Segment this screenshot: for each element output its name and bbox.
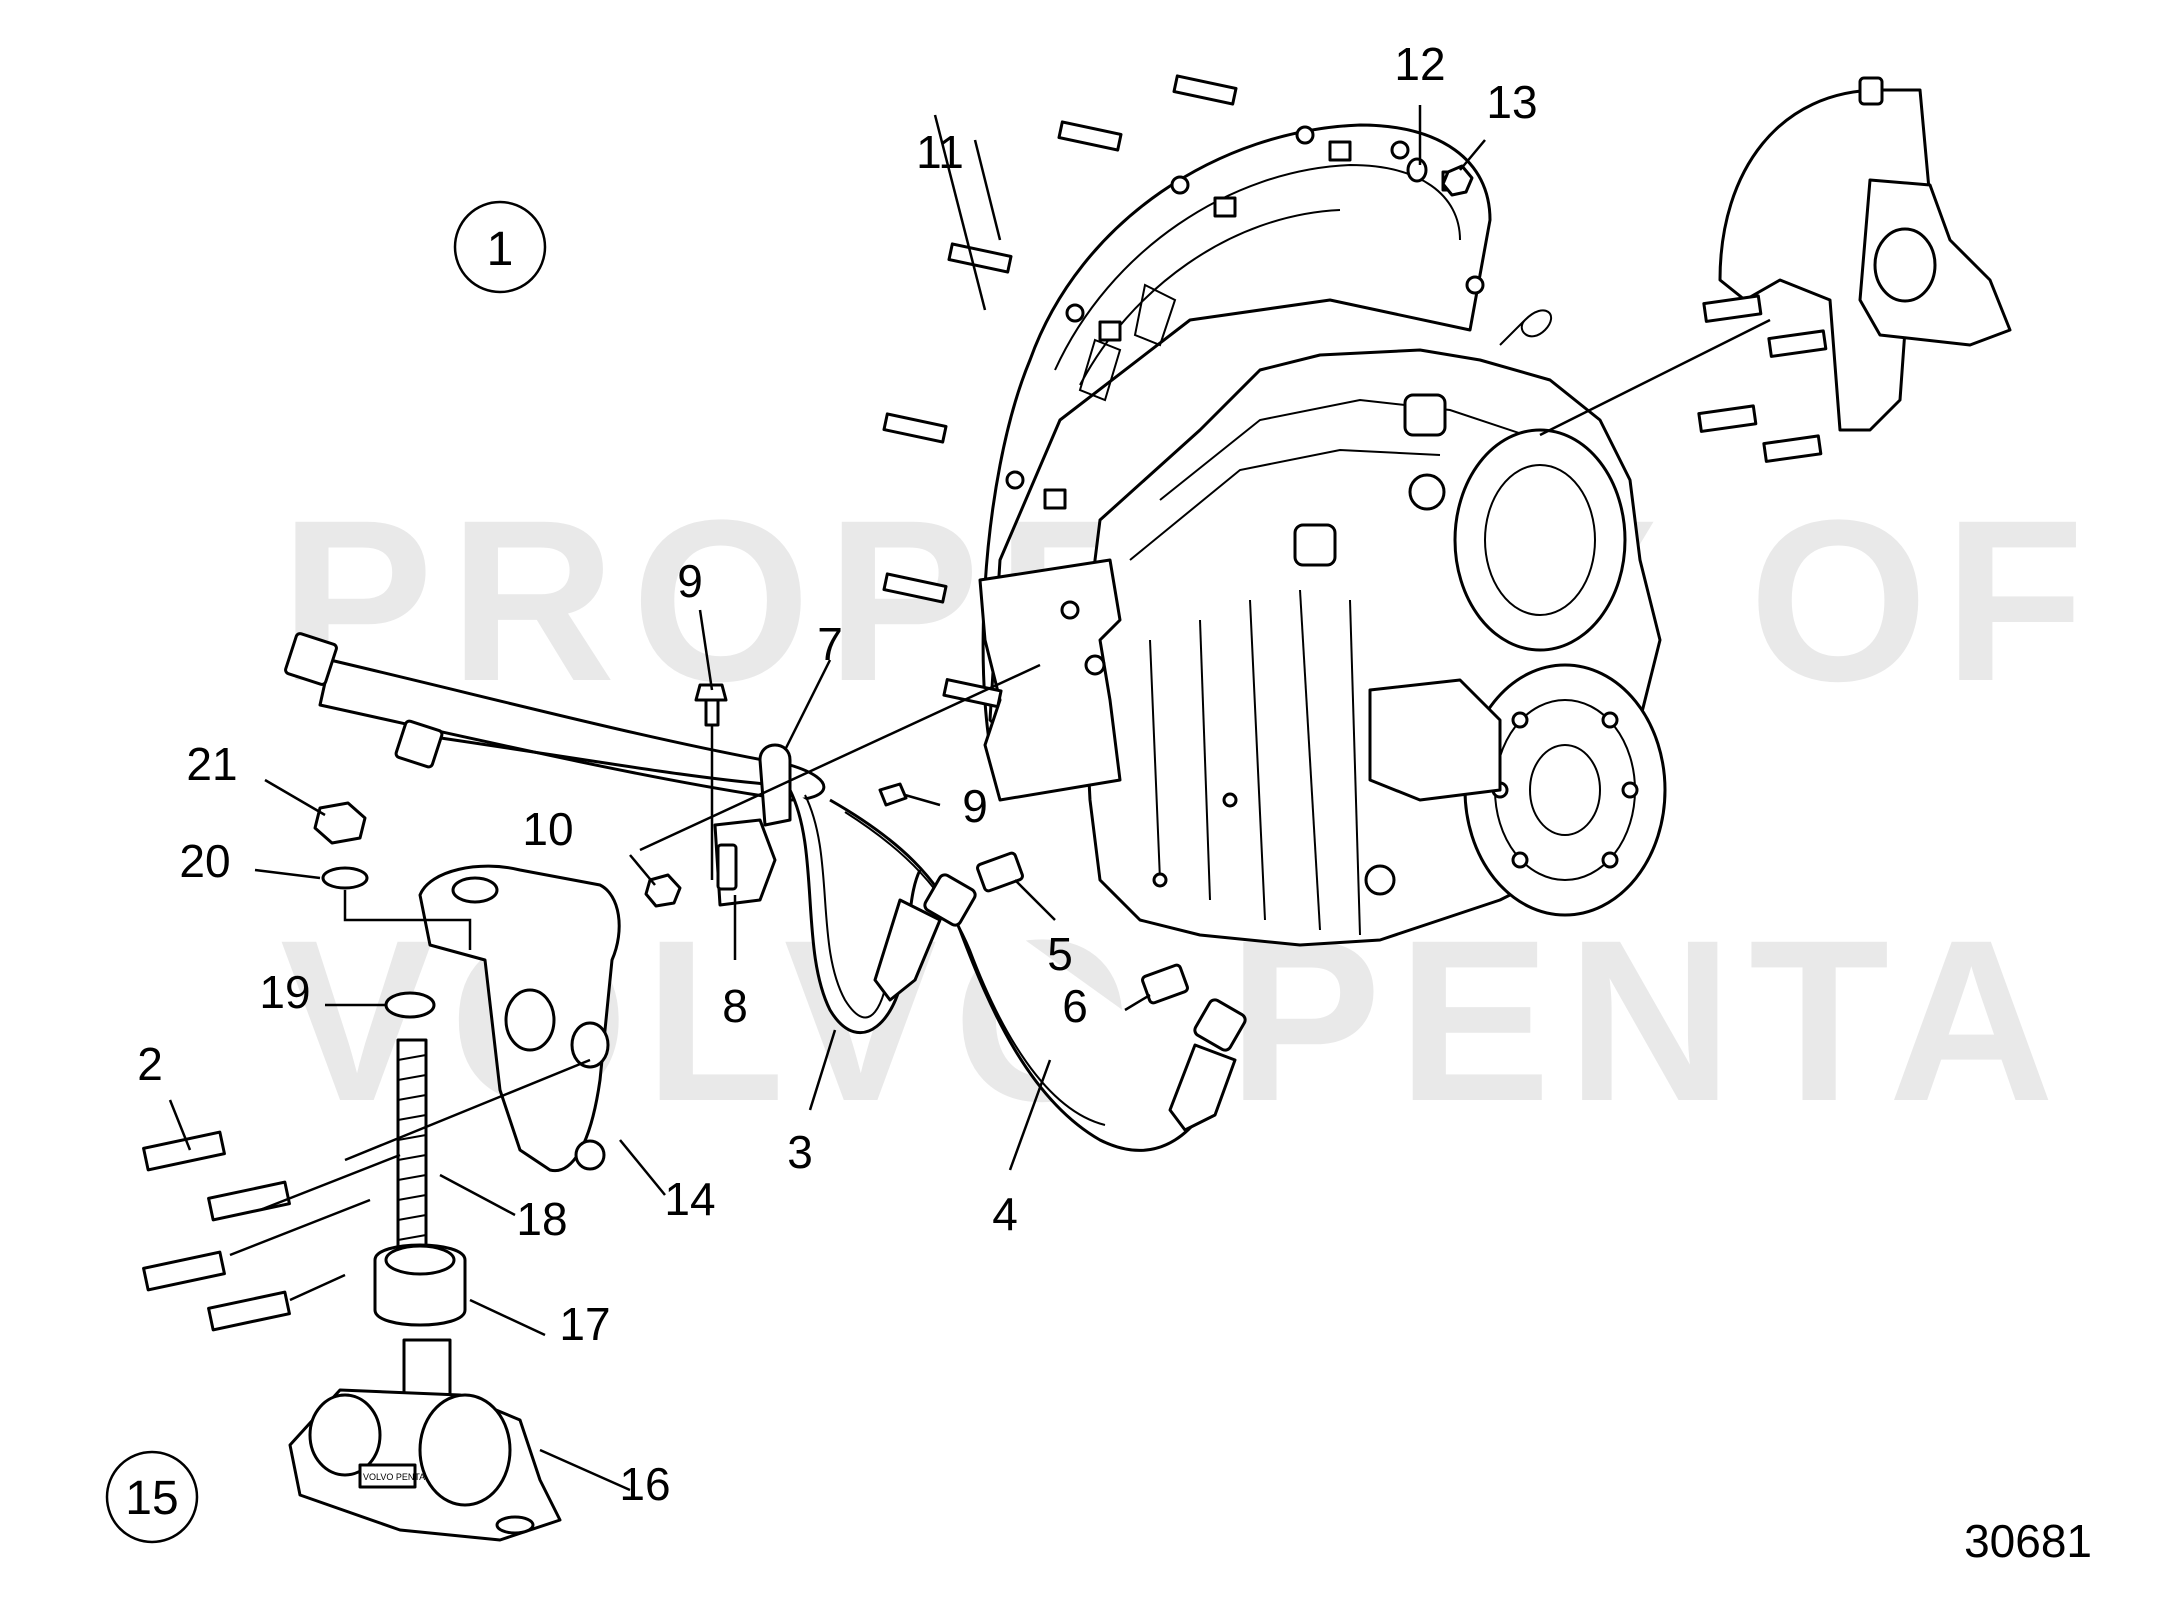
nut-17 <box>373 1243 467 1327</box>
callout-21: 21 <box>186 738 237 790</box>
group-label-15: 15 <box>125 1472 178 1525</box>
flange-bolt-holes <box>1005 125 1485 490</box>
washer-20 <box>321 866 369 890</box>
stud-18 <box>396 1038 428 1262</box>
callout-11: 11 <box>916 126 964 178</box>
bolts-9 <box>694 683 908 807</box>
leader-lines <box>168 105 1771 1492</box>
flange-nuts <box>1043 140 1465 510</box>
callout-6: 6 <box>1062 980 1088 1032</box>
callout-10: 10 <box>522 803 573 855</box>
side-flange <box>1453 428 1627 652</box>
callout-9-right: 9 <box>962 780 988 832</box>
callout-8: 8 <box>722 980 748 1032</box>
callout-16: 16 <box>619 1458 670 1510</box>
callout-17: 17 <box>559 1298 610 1350</box>
callout-18: 18 <box>516 1193 567 1245</box>
callout-20: 20 <box>179 835 230 887</box>
mount-plate-text: VOLVO PENTA <box>363 1472 425 1482</box>
fitting-6 <box>1141 963 1189 1005</box>
housing-studs <box>882 74 1238 709</box>
callout-14: 14 <box>664 1173 715 1225</box>
group-label-1: 1 <box>487 223 514 276</box>
washer-19 <box>384 991 436 1019</box>
solenoid-valves <box>1293 393 1502 802</box>
output-flange <box>1463 663 1667 917</box>
hose-clamp <box>713 743 792 907</box>
callout-4: 4 <box>992 1188 1018 1240</box>
bell-housing <box>981 123 1492 792</box>
fitting-5 <box>976 851 1024 893</box>
nut-21 <box>313 801 367 845</box>
group-circle-15 <box>105 1450 199 1544</box>
rear-mount-bracket <box>1697 76 2012 463</box>
callout-19: 19 <box>259 966 310 1018</box>
callout-7: 7 <box>817 618 843 670</box>
gearbox-body <box>978 348 1667 947</box>
callout-9-top: 9 <box>677 555 703 607</box>
group-circle-1 <box>453 200 547 294</box>
callout-5: 5 <box>1047 928 1073 980</box>
bracket-studs <box>1697 294 1828 463</box>
mount-16: VOLVO PENTA <box>288 1338 562 1542</box>
callout-3: 3 <box>787 1126 813 1178</box>
callout-2: 2 <box>137 1038 163 1090</box>
dipstick <box>1499 309 1552 346</box>
callout-labels: 1 15 2 3 4 5 6 7 8 9 9 10 11 12 13 14 16… <box>105 38 2092 1567</box>
oil-hoses <box>284 632 1247 1152</box>
callout-12: 12 <box>1394 38 1445 90</box>
callout-13: 13 <box>1486 76 1537 128</box>
bolts-2 <box>142 1130 291 1332</box>
drawing-number: 30681 <box>1964 1515 2092 1567</box>
